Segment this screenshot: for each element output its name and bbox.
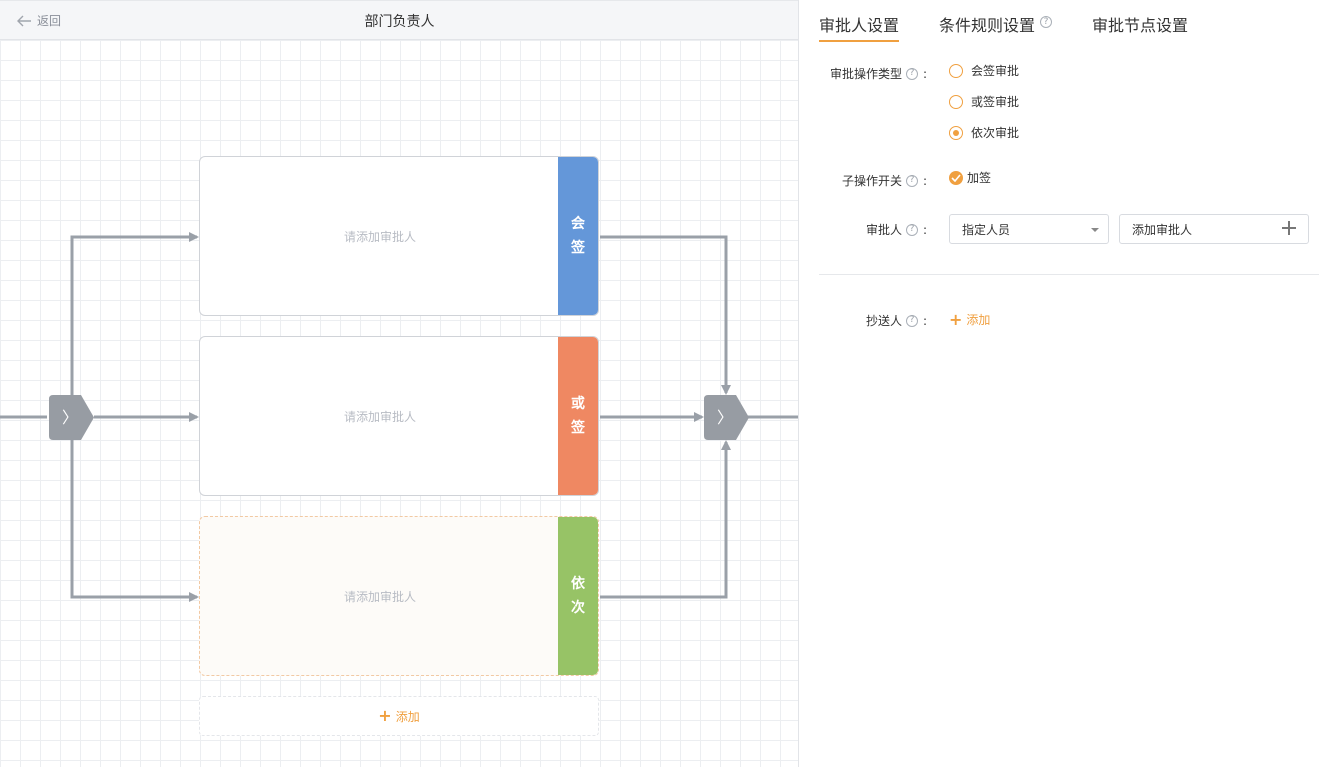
tag-char: 签 bbox=[571, 420, 585, 436]
radio-circle[interactable] bbox=[949, 94, 963, 109]
card-placeholder[interactable]: 请添加审批人 bbox=[343, 229, 416, 244]
card-type-tag: 或 签 bbox=[558, 337, 598, 495]
tag-char: 次 bbox=[571, 600, 585, 616]
select-value: 指定人员 bbox=[962, 222, 1011, 237]
field-label: 审批操作类型 bbox=[829, 67, 902, 81]
sub-switch-label: 子操作开关 ? : bbox=[842, 172, 927, 189]
arrow-left-icon bbox=[17, 15, 31, 26]
radio-sequential[interactable]: 依次审批 bbox=[949, 124, 1019, 141]
approver-card-countersign[interactable]: 请添加审批人 会 签 bbox=[199, 156, 599, 316]
settings-tabs: 审批人设置 条件规则设置 ? 审批节点设置 bbox=[819, 0, 1188, 42]
merge-line-top bbox=[600, 235, 731, 395]
back-button[interactable]: 返回 bbox=[16, 12, 61, 29]
field-label: 子操作开关 bbox=[841, 174, 902, 188]
add-cc-label: 添加 bbox=[966, 313, 991, 327]
card-type-tag: 依 次 bbox=[558, 517, 598, 675]
plus-icon[interactable] bbox=[1282, 221, 1296, 235]
field-label: 抄送人 bbox=[865, 314, 902, 328]
field-label: 审批人 bbox=[865, 223, 902, 237]
branch-line-bottom bbox=[70, 438, 199, 602]
merge-line-bottom bbox=[600, 440, 731, 599]
tag-char: 依 bbox=[571, 576, 585, 592]
checkbox-label: 加签 bbox=[967, 171, 992, 185]
plus-icon: + bbox=[949, 309, 963, 329]
page-title: 部门负责人 bbox=[364, 14, 435, 30]
help-icon[interactable]: ? bbox=[905, 223, 918, 236]
tab-label: 审批节点设置 bbox=[1092, 16, 1189, 35]
radio-label: 或签审批 bbox=[971, 95, 1020, 109]
radio-label: 会签审批 bbox=[971, 64, 1020, 78]
merge-gateway-chevron-icon: 〉 bbox=[717, 408, 733, 427]
tag-char: 签 bbox=[571, 240, 585, 256]
merge-gateway[interactable]: 〉 bbox=[704, 395, 750, 440]
help-icon[interactable]: ? bbox=[1040, 16, 1053, 28]
checkmark-icon[interactable] bbox=[949, 170, 963, 185]
branch-line-top bbox=[70, 232, 199, 396]
tab-label: 审批人设置 bbox=[819, 16, 900, 35]
radio-circle-selected[interactable] bbox=[949, 125, 963, 140]
add-approver-text: 添加审批人 bbox=[1132, 222, 1193, 237]
flow-connectors bbox=[0, 232, 798, 602]
tab-approver-settings[interactable]: 审批人设置 bbox=[819, 0, 900, 42]
radio-countersign[interactable]: 会签审批 bbox=[949, 62, 1019, 79]
settings-panel: 审批人设置 条件规则设置 ? 审批节点设置 审批操作类型 ? : 会签审批 或签… bbox=[800, 0, 1338, 767]
card-placeholder[interactable]: 请添加审批人 bbox=[343, 589, 416, 604]
canvas-header: 返回 部门负责人 bbox=[0, 0, 798, 40]
cc-label: 抄送人 ? : bbox=[866, 312, 927, 329]
help-icon[interactable]: ? bbox=[905, 67, 918, 80]
radio-label: 依次审批 bbox=[971, 126, 1020, 140]
split-gateway[interactable]: 〉 bbox=[49, 395, 95, 440]
radio-circle[interactable] bbox=[949, 63, 963, 78]
approver-card-sequential[interactable]: 请添加审批人 依 次 bbox=[199, 516, 599, 676]
label-colon: : bbox=[922, 313, 927, 328]
label-colon: : bbox=[922, 173, 927, 188]
add-sign-checkbox[interactable]: 加签 bbox=[949, 169, 991, 186]
add-approver-field[interactable]: 添加审批人 bbox=[1119, 214, 1309, 244]
flow-canvas[interactable]: 〉 〉 请添加审批人 会 签 请添加审批人 或 签 请添加审批人 依 次 + 添… bbox=[0, 0, 799, 767]
label-colon: : bbox=[922, 222, 927, 237]
approver-card-orsign[interactable]: 请添加审批人 或 签 bbox=[199, 336, 599, 496]
section-divider bbox=[819, 274, 1319, 275]
add-branch-button[interactable]: + 添加 bbox=[199, 696, 599, 736]
tag-char: 会 bbox=[571, 216, 585, 232]
approval-type-label: 审批操作类型 ? : bbox=[830, 65, 927, 82]
caret-down-icon bbox=[1091, 228, 1099, 232]
radio-orsign[interactable]: 或签审批 bbox=[949, 93, 1019, 110]
tag-char: 或 bbox=[571, 396, 585, 412]
tab-condition-rules[interactable]: 条件规则设置 ? bbox=[939, 0, 1053, 42]
card-placeholder[interactable]: 请添加审批人 bbox=[343, 409, 416, 424]
plus-icon: + bbox=[378, 706, 392, 725]
approver-label: 审批人 ? : bbox=[866, 221, 927, 238]
help-icon[interactable]: ? bbox=[905, 314, 918, 327]
tab-label: 条件规则设置 bbox=[939, 16, 1036, 35]
label-colon: : bbox=[922, 66, 927, 81]
tab-node-settings[interactable]: 审批节点设置 bbox=[1092, 0, 1188, 42]
card-type-tag: 会 签 bbox=[558, 157, 598, 315]
split-gateway-chevron-icon: 〉 bbox=[62, 408, 78, 427]
back-label: 返回 bbox=[37, 14, 62, 28]
add-cc-button[interactable]: + 添加 bbox=[949, 311, 990, 328]
help-icon[interactable]: ? bbox=[905, 174, 918, 187]
add-branch-label: 添加 bbox=[395, 709, 420, 724]
approver-type-select[interactable]: 指定人员 bbox=[949, 214, 1109, 244]
